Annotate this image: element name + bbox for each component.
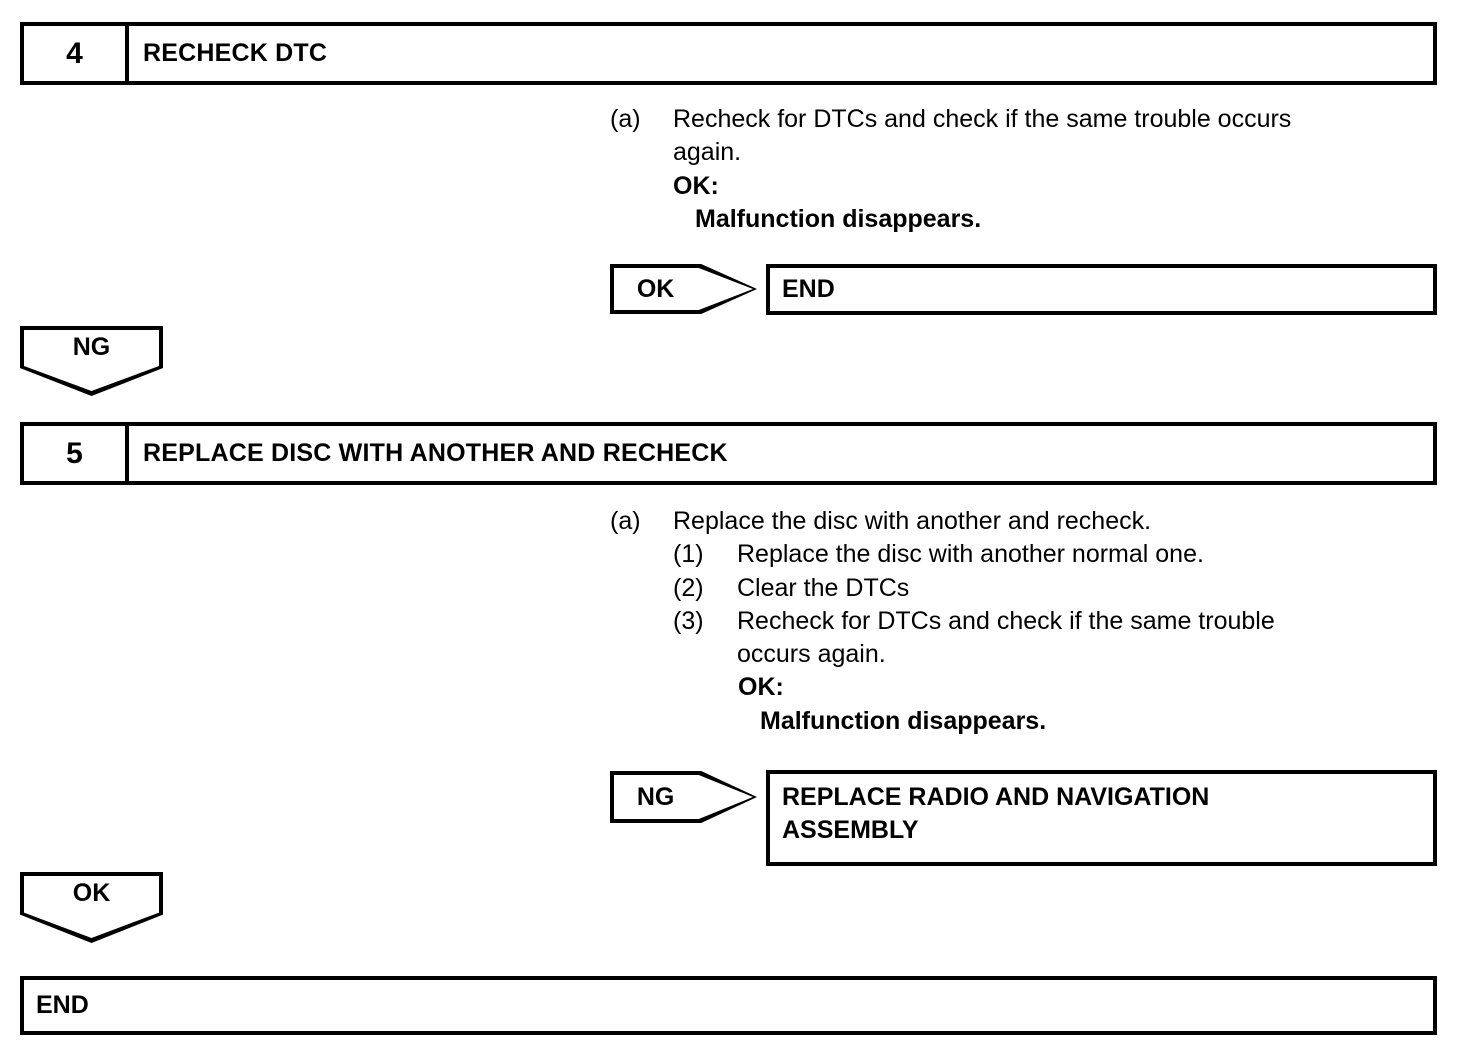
result-box-replace-assembly: REPLACE RADIO AND NAVIGATION ASSEMBLY	[766, 770, 1437, 866]
judgement-flag-ok-step5: OK	[20, 872, 163, 943]
procedure-marker: (a)	[610, 105, 641, 133]
judgement-flag-ng-step5: NG	[610, 771, 757, 823]
substep-marker: (1)	[673, 540, 704, 569]
step-number-5: 5	[24, 426, 129, 481]
step-header-4: 4 RECHECK DTC	[20, 22, 1437, 85]
result-line: ASSEMBLY	[782, 815, 919, 844]
judgement-label: NG	[72, 332, 111, 361]
result-label: END	[36, 991, 89, 1020]
step-number-4: 4	[24, 26, 129, 81]
procedure-item-a: (a) Replace the disc with another and re…	[610, 505, 1450, 538]
judgement-flag-ok-step4: OK	[610, 264, 757, 314]
procedure-marker: (a)	[610, 507, 641, 535]
procedure-substep-3: (3) Recheck for DTCs and check if the sa…	[673, 605, 1450, 672]
step-4-procedure: (a) Recheck for DTCs and check if the sa…	[610, 103, 1450, 236]
substep-marker: (3)	[673, 606, 704, 635]
procedure-line: Replace the disc with another and rechec…	[673, 507, 1152, 535]
ok-criteria-label: OK:	[673, 171, 719, 200]
result-box-end-final: END	[20, 976, 1437, 1035]
procedure-line: again.	[673, 138, 742, 167]
ok-criteria-label: OK:	[738, 673, 784, 702]
substep-marker: (2)	[673, 573, 704, 602]
ok-criteria-value: Malfunction disappears.	[695, 204, 982, 233]
substep-line: Replace the disc with another normal one…	[737, 540, 1204, 569]
procedure-substep-1: (1) Replace the disc with another normal…	[673, 538, 1450, 571]
result-label: END	[782, 275, 835, 304]
result-line: REPLACE RADIO AND NAVIGATION	[782, 783, 1210, 811]
procedure-line: Recheck for DTCs and check if the same t…	[673, 105, 1292, 133]
judgement-label: OK	[636, 274, 675, 303]
judgement-flag-ng-step4: NG	[20, 326, 163, 396]
substep-line: Recheck for DTCs and check if the same t…	[737, 606, 1275, 635]
procedure-item-a: (a) Recheck for DTCs and check if the sa…	[610, 103, 1450, 170]
procedure-substep-2: (2) Clear the DTCs	[673, 572, 1450, 605]
judgement-label: NG	[636, 782, 675, 811]
step-title-4: RECHECK DTC	[143, 39, 328, 67]
step-header-5: 5 REPLACE DISC WITH ANOTHER AND RECHECK	[20, 422, 1437, 485]
judgement-label: OK	[72, 878, 111, 907]
step-title-5: REPLACE DISC WITH ANOTHER AND RECHECK	[143, 439, 728, 467]
result-box-end-step4: END	[766, 264, 1437, 315]
substep-line: occurs again.	[737, 640, 886, 668]
ok-criteria-value: Malfunction disappears.	[760, 706, 1047, 735]
substep-line: Clear the DTCs	[737, 573, 910, 602]
step-5-procedure: (a) Replace the disc with another and re…	[610, 505, 1450, 738]
